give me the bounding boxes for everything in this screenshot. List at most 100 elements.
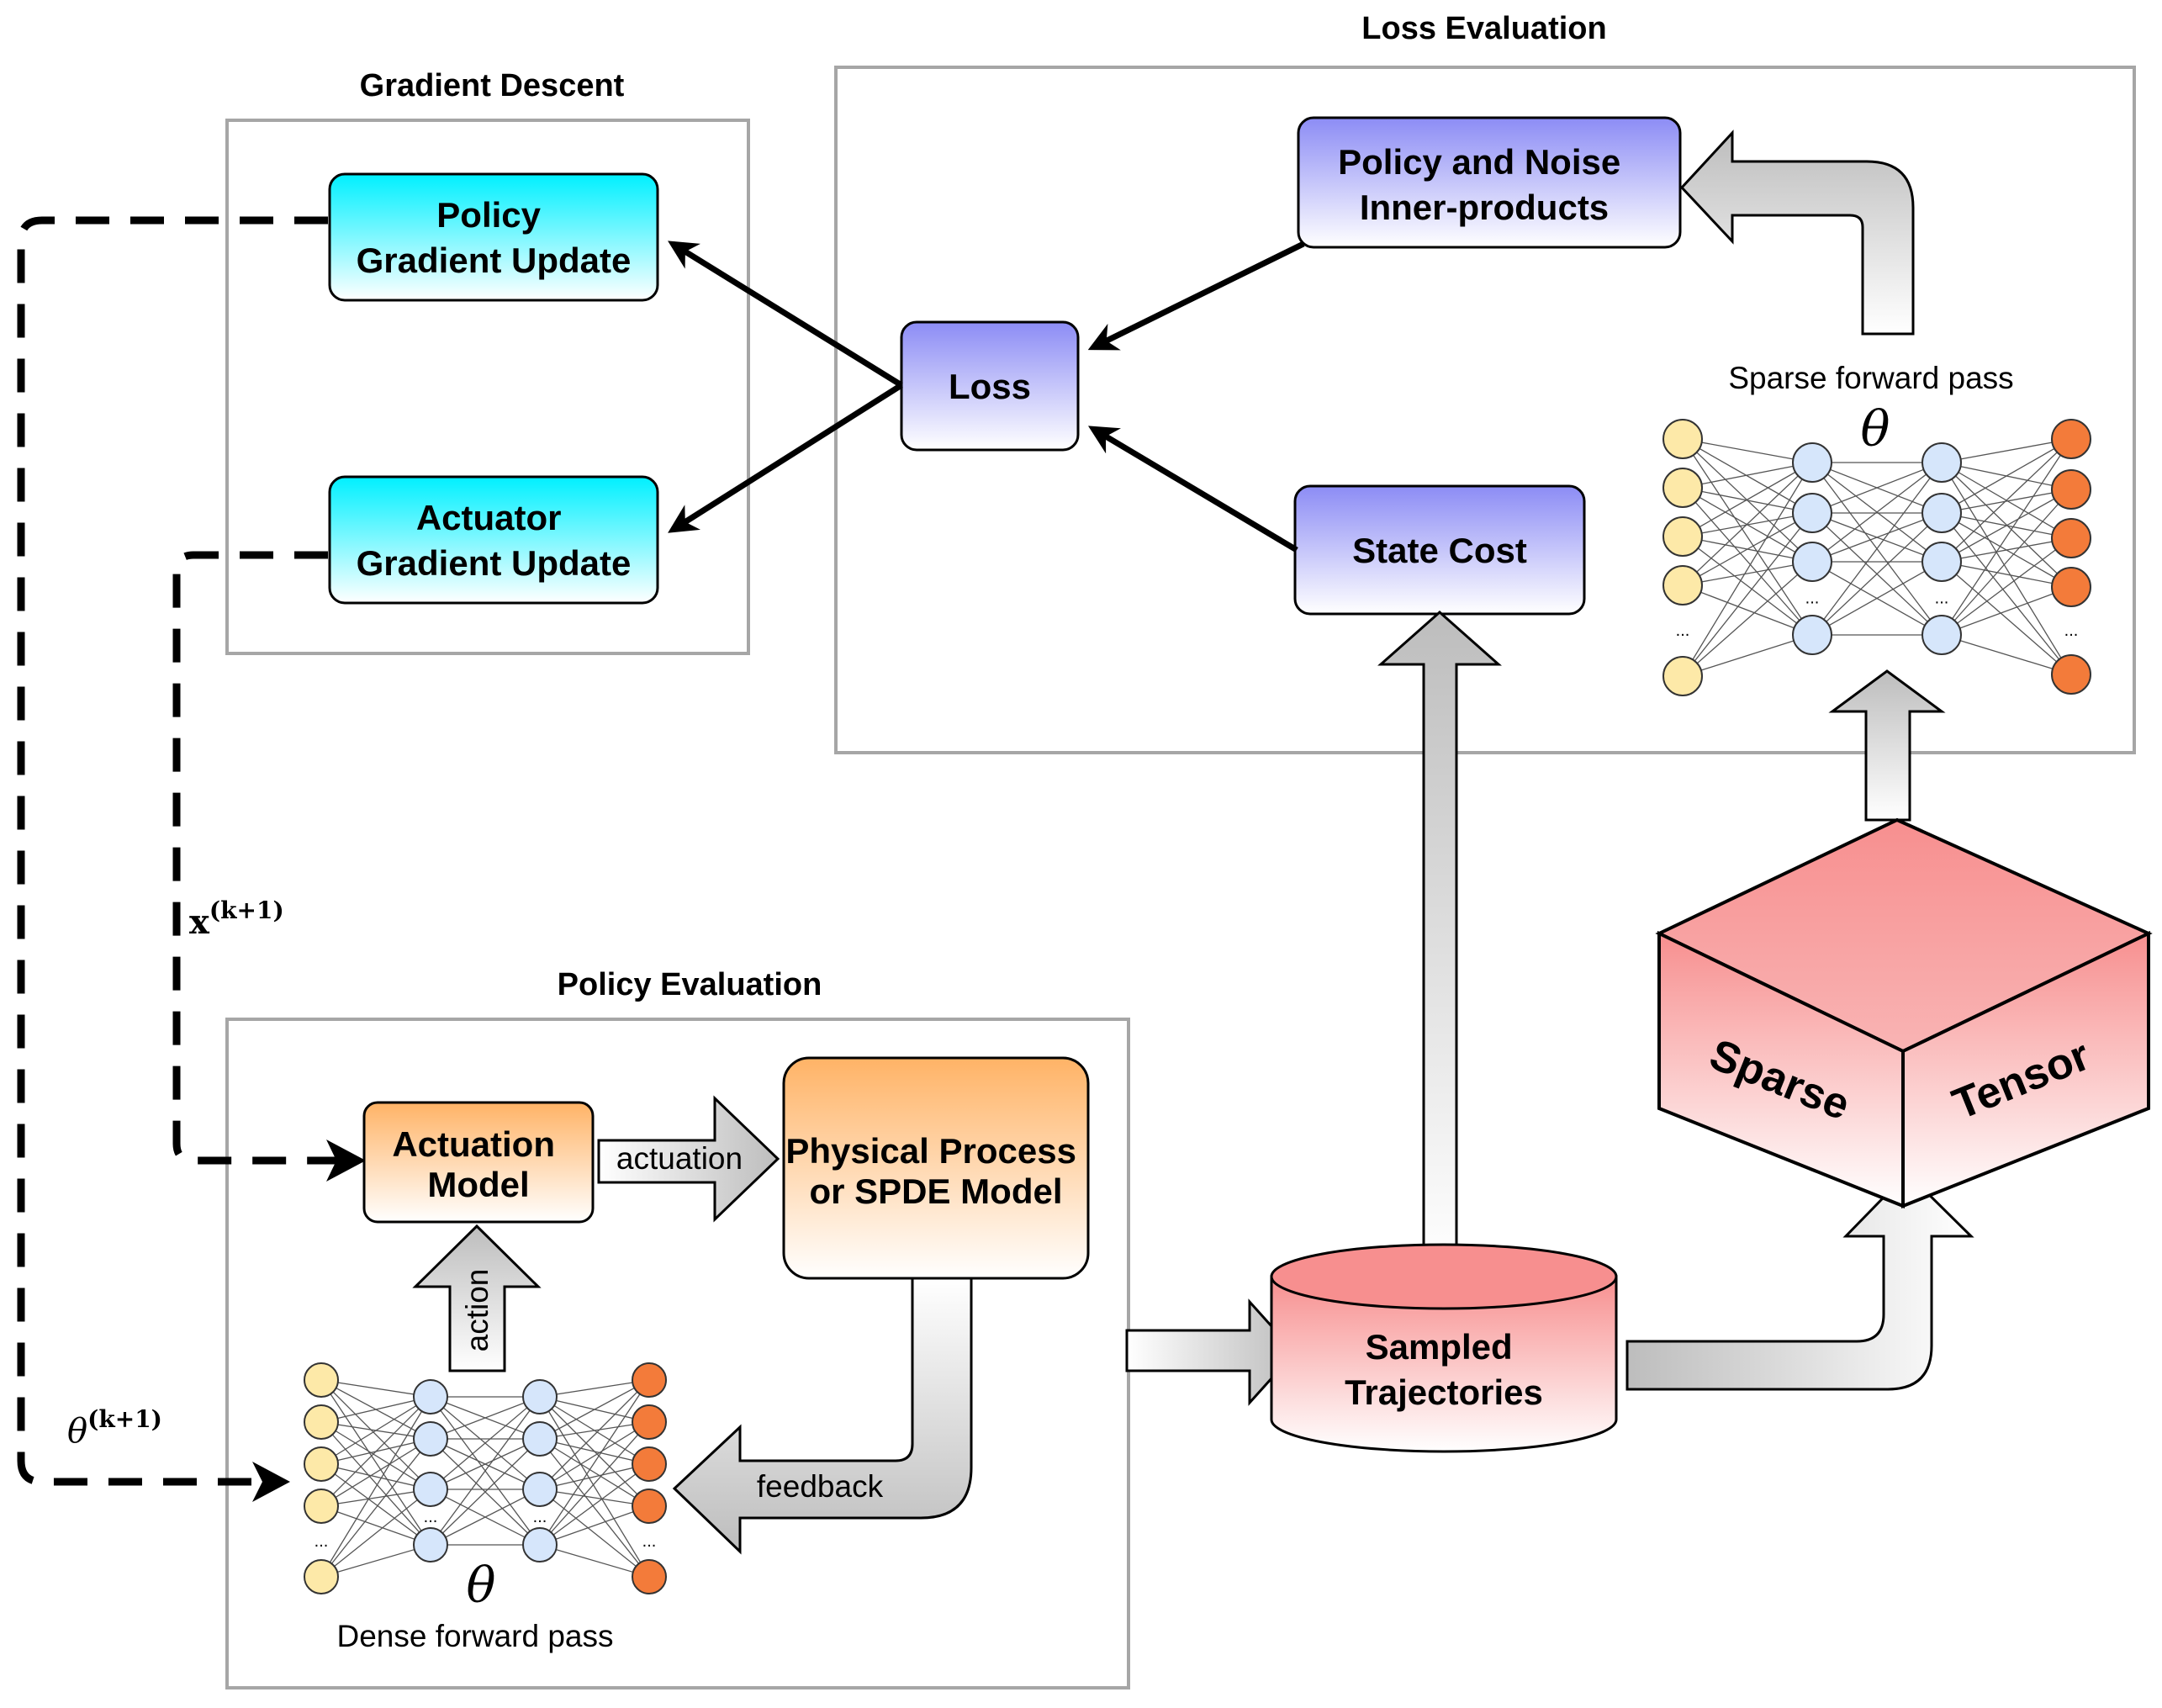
action-arrow-label: action <box>460 1269 494 1352</box>
sparse-nn-input-neuron <box>1662 468 1703 508</box>
sparse-nn-output-neuron <box>2051 469 2091 510</box>
actuator-gradient-update-label: Actuator Gradient Update <box>357 498 632 583</box>
dense-nn-edge <box>320 1544 431 1578</box>
action-arrow <box>412 1224 542 1372</box>
sparse-nn-edge <box>1941 489 2072 514</box>
dense-nn-edge <box>320 1421 431 1546</box>
dense-nn-edge <box>430 1396 541 1440</box>
dense-nn-edge <box>320 1438 431 1578</box>
dense-nn-output-neuron <box>632 1404 667 1440</box>
sparse-nn-edge <box>1941 438 2072 563</box>
sparse-nn-edge <box>1682 487 1813 514</box>
policy-gradient-update-box[interactable] <box>328 172 659 302</box>
cylinder-top <box>1270 1243 1618 1310</box>
cube-right-face <box>1901 930 2150 1208</box>
dense-nn-edge <box>320 1463 431 1490</box>
dense-nn-edge <box>320 1379 431 1546</box>
sparse-nn-edge <box>1941 489 2072 563</box>
sparse-nn-edge <box>1682 512 1813 677</box>
dense-nn-hidden-neuron <box>413 1472 448 1507</box>
sparse-nn-ellipsis: ... <box>1805 590 1820 608</box>
dense-nn-edge <box>539 1463 650 1490</box>
sparse-nn-hidden-neuron <box>1792 493 1832 533</box>
dense-nn-edge <box>539 1379 650 1490</box>
sparse-tensor-cube <box>1655 817 2153 1208</box>
theta-feedback-arrowhead <box>252 1462 290 1502</box>
sparse-nn-edge <box>1682 438 1813 463</box>
sampled-to-state-cost-arrow <box>1377 610 1502 1272</box>
dense-nn-input-neuron <box>304 1489 339 1524</box>
dense-nn-input-neuron <box>304 1362 339 1398</box>
dense-nn-edge <box>320 1396 431 1423</box>
sparse-nn-edge <box>1682 536 1813 636</box>
sparse-nn-input-neuron <box>1662 656 1703 696</box>
dense-nn-edge <box>430 1489 541 1546</box>
sparse-nn-edge <box>1941 634 2072 675</box>
dense-nn-edge <box>539 1489 650 1507</box>
gradient-descent-title: Gradient Descent <box>360 68 625 103</box>
feedback-arrow-label: feedback <box>757 1469 884 1504</box>
inner-products-to-loss-arrow <box>1087 241 1305 351</box>
theta-next-label: θ(k+1) <box>67 1405 162 1451</box>
loss-evaluation-title: Loss Evaluation <box>1361 11 1606 46</box>
dense-nn-ellipsis: ... <box>533 1508 547 1526</box>
sparse-nn-to-inner-products-arrow-shape <box>1679 130 1915 336</box>
sparse-forward-pass-caption: Sparse forward pass <box>1728 361 2013 395</box>
state-cost-label: State Cost <box>1352 531 1527 570</box>
sparse-theta-label: θ <box>1861 400 1890 457</box>
dense-nn-hidden-neuron <box>522 1379 558 1415</box>
sparse-forward-pass-network: ............ <box>1662 419 2091 696</box>
actuation-model-box[interactable] <box>362 1101 595 1224</box>
policy-noise-inner-products-label: Policy and Noise Inner-products <box>1338 142 1631 227</box>
dense-nn-edge <box>320 1463 431 1546</box>
dense-nn-edge <box>320 1379 431 1490</box>
sparse-nn-edge <box>1941 512 2072 675</box>
dense-nn-output-neuron <box>632 1362 667 1398</box>
loss-to-actuator-gradient-arrow <box>668 383 903 533</box>
dense-nn-edge <box>430 1396 541 1490</box>
dense-nn-output-neuron <box>632 1446 667 1482</box>
theta-feedback-line <box>17 216 328 1486</box>
policy-noise-inner-products-box[interactable] <box>1297 116 1682 249</box>
dense-nn-edge <box>539 1438 650 1465</box>
sparse-nn-ellipsis: ... <box>1935 590 1949 608</box>
dense-nn-output-neuron <box>632 1489 667 1524</box>
sparse-nn-hidden-neuron <box>1921 615 1962 655</box>
sparse-nn-edge <box>1941 438 2072 514</box>
dense-nn-edge <box>320 1396 431 1465</box>
dense-nn-edge <box>539 1396 650 1578</box>
sparse-nn-input-neuron <box>1662 516 1703 557</box>
sparse-nn-edge <box>1682 512 1813 537</box>
sparse-nn-output-neuron <box>2051 419 2091 459</box>
dense-nn-edge <box>539 1505 650 1546</box>
dense-nn-input-neuron <box>304 1559 339 1594</box>
physical-process-box[interactable] <box>782 1056 1090 1280</box>
sparse-nn-edge <box>1811 512 1943 563</box>
sparse-nn-edge <box>1941 438 2072 636</box>
loss-label: Loss <box>949 367 1031 406</box>
actuator-gradient-update-box[interactable] <box>328 475 659 605</box>
sparse-nn-hidden-neuron <box>1792 442 1832 483</box>
sparse-nn-edge <box>1941 537 2072 636</box>
actuation-arrow <box>597 1095 780 1223</box>
sparse-nn-edge <box>1811 512 1943 636</box>
dense-nn-edge <box>539 1421 650 1440</box>
dense-nn-edge <box>320 1396 431 1578</box>
sparse-nn-edge <box>1941 462 2072 588</box>
dense-nn-ellipsis: ... <box>315 1532 329 1551</box>
dense-nn-edge <box>539 1379 650 1398</box>
sampled-trajectories-label: Sampled Trajectories <box>1345 1327 1543 1412</box>
dense-nn-hidden-neuron <box>522 1527 558 1563</box>
sparse-nn-input-neuron <box>1662 565 1703 605</box>
sparse-nn-edge <box>1682 512 1813 586</box>
sparse-nn-hidden-neuron <box>1792 615 1832 655</box>
sparse-nn-ellipsis: ... <box>2064 621 2079 640</box>
sparse-nn-edge <box>1811 561 1943 636</box>
dense-nn-edge <box>430 1438 541 1490</box>
dense-forward-pass-caption: Dense forward pass <box>336 1619 613 1653</box>
dense-nn-edge <box>539 1438 650 1507</box>
dense-nn-edge <box>320 1396 431 1507</box>
dense-nn-hidden-neuron <box>413 1379 448 1415</box>
sampled-trajectories-cylinder[interactable] <box>1270 1243 1618 1453</box>
dense-nn-ellipsis: ... <box>424 1508 438 1526</box>
